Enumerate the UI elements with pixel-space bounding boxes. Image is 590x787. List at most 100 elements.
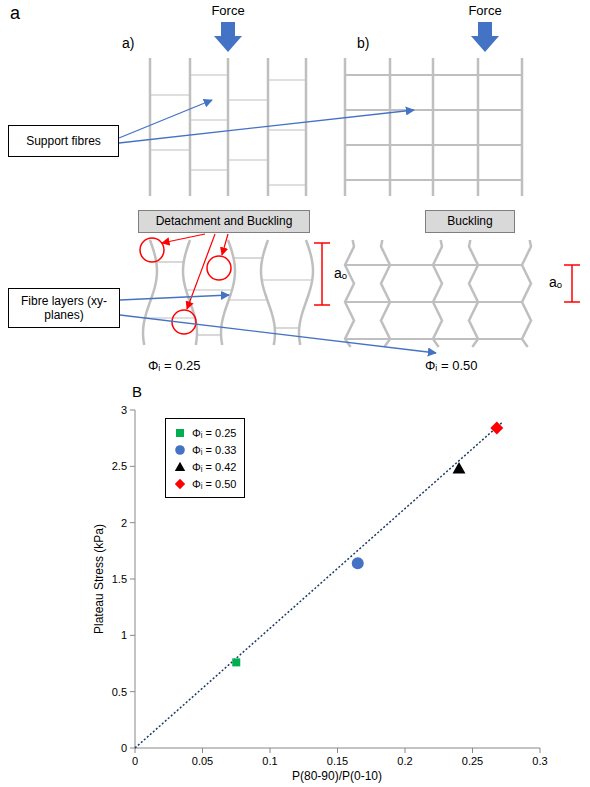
legend-marker xyxy=(174,427,186,439)
leader-arrow xyxy=(119,110,414,143)
fibre-layer xyxy=(344,58,347,196)
support-fibre xyxy=(186,289,232,290)
support-fibre xyxy=(345,74,522,76)
leader-arrow xyxy=(119,100,212,138)
support-fibre xyxy=(345,144,522,146)
support-fibre xyxy=(345,109,522,111)
fibre-layer xyxy=(227,58,230,196)
support-fibre xyxy=(190,169,228,170)
support-fibre xyxy=(229,299,268,300)
buckled-layer xyxy=(522,240,531,347)
detachment-circle xyxy=(207,256,231,280)
tick xyxy=(405,748,406,753)
legend-entry: Φᵢ = 0.50 xyxy=(174,475,236,492)
tick-label: 0.3 xyxy=(532,755,547,767)
tick xyxy=(135,748,136,753)
fibre-layer xyxy=(521,58,524,196)
data-point xyxy=(352,557,364,569)
tick-label: 2 xyxy=(121,517,127,529)
tick xyxy=(337,748,338,753)
leader-arrow xyxy=(162,234,205,243)
support-fibre xyxy=(345,338,522,340)
support-fibre xyxy=(345,301,522,303)
support-fibre xyxy=(268,79,306,80)
support-fibre xyxy=(150,94,190,95)
legend-entry: Φᵢ = 0.42 xyxy=(174,458,236,475)
buckled-layer xyxy=(433,240,442,347)
buckled-layer xyxy=(143,240,157,345)
tick-label: 2.5 xyxy=(112,460,127,472)
box-text: Fibre layers (xy-planes) xyxy=(15,294,113,323)
tick xyxy=(270,748,271,753)
support-fibre xyxy=(228,99,268,100)
condition-label: Φᵢ = 0.50 xyxy=(425,359,478,373)
legend-marker xyxy=(174,478,186,490)
tick xyxy=(540,748,541,753)
leader-arrow xyxy=(120,295,229,300)
support-fibre xyxy=(197,334,221,335)
legend-text: Φᵢ = 0.50 xyxy=(192,478,236,490)
fibre-layer xyxy=(149,58,152,196)
support-fibre xyxy=(190,74,228,75)
support-fibre xyxy=(345,264,522,266)
panel-letter: B xyxy=(132,384,142,401)
legend-text: Φᵢ = 0.42 xyxy=(192,461,236,473)
axis-title: Plateau Stress (kPa) xyxy=(93,524,106,634)
stage-box: Detachment and Buckling xyxy=(138,210,310,233)
chart xyxy=(130,410,540,753)
dimension-bracket xyxy=(564,265,580,302)
support-fibre xyxy=(268,184,306,185)
legend: Φᵢ = 0.25Φᵢ = 0.33Φᵢ = 0.42Φᵢ = 0.50 xyxy=(165,418,245,498)
tick-label: 0.15 xyxy=(327,755,348,767)
tick xyxy=(130,466,135,467)
condition-label: Φᵢ = 0.25 xyxy=(148,359,201,373)
detachment-circle xyxy=(140,238,164,262)
force-arrow xyxy=(214,22,242,52)
fibre-layer xyxy=(189,58,192,196)
support-fibre xyxy=(150,149,190,150)
data-point xyxy=(490,422,503,435)
fibre-layer xyxy=(305,58,308,196)
force-label: Force xyxy=(468,4,501,18)
data-point xyxy=(232,658,240,666)
buckled-layer xyxy=(345,240,354,347)
support-fibre xyxy=(268,129,306,130)
tick xyxy=(130,410,135,411)
tick xyxy=(202,748,203,753)
label-box: Support fibres xyxy=(8,125,119,157)
buckled-layer xyxy=(299,240,313,345)
tick-label: 0 xyxy=(121,742,127,754)
tick-label: 0.1 xyxy=(262,755,277,767)
support-fibre xyxy=(262,279,313,280)
support-fibre xyxy=(228,159,268,160)
tick-label: 1.5 xyxy=(112,573,127,585)
tick-label: 0.5 xyxy=(112,686,127,698)
tick-label: 3 xyxy=(121,404,127,416)
legend-entry: Φᵢ = 0.33 xyxy=(174,441,236,458)
buckled-layer xyxy=(221,240,235,345)
buckled-layer xyxy=(469,240,478,347)
tick xyxy=(130,522,135,523)
box-text: Buckling xyxy=(447,214,492,228)
support-fibre xyxy=(275,327,299,328)
leader-arrow xyxy=(120,315,436,353)
buckled-layer xyxy=(183,240,197,345)
fibre-layer xyxy=(432,58,435,196)
dimension-label: aₒ xyxy=(549,275,562,290)
tick-label: 0.25 xyxy=(462,755,483,767)
tick-label: 0.05 xyxy=(192,755,213,767)
tick xyxy=(472,748,473,753)
dimension-bracket xyxy=(314,243,330,305)
buckled-layer xyxy=(381,240,390,347)
dimension-label: aₒ xyxy=(334,266,347,281)
tick-label: 0.2 xyxy=(397,755,412,767)
box-text: Detachment and Buckling xyxy=(156,214,293,228)
fibre-layer xyxy=(389,58,392,196)
legend-marker xyxy=(174,461,186,473)
leader-arrow xyxy=(222,234,228,255)
tick xyxy=(130,635,135,636)
support-fibre xyxy=(345,179,522,181)
box-text: Support fibres xyxy=(26,134,101,148)
